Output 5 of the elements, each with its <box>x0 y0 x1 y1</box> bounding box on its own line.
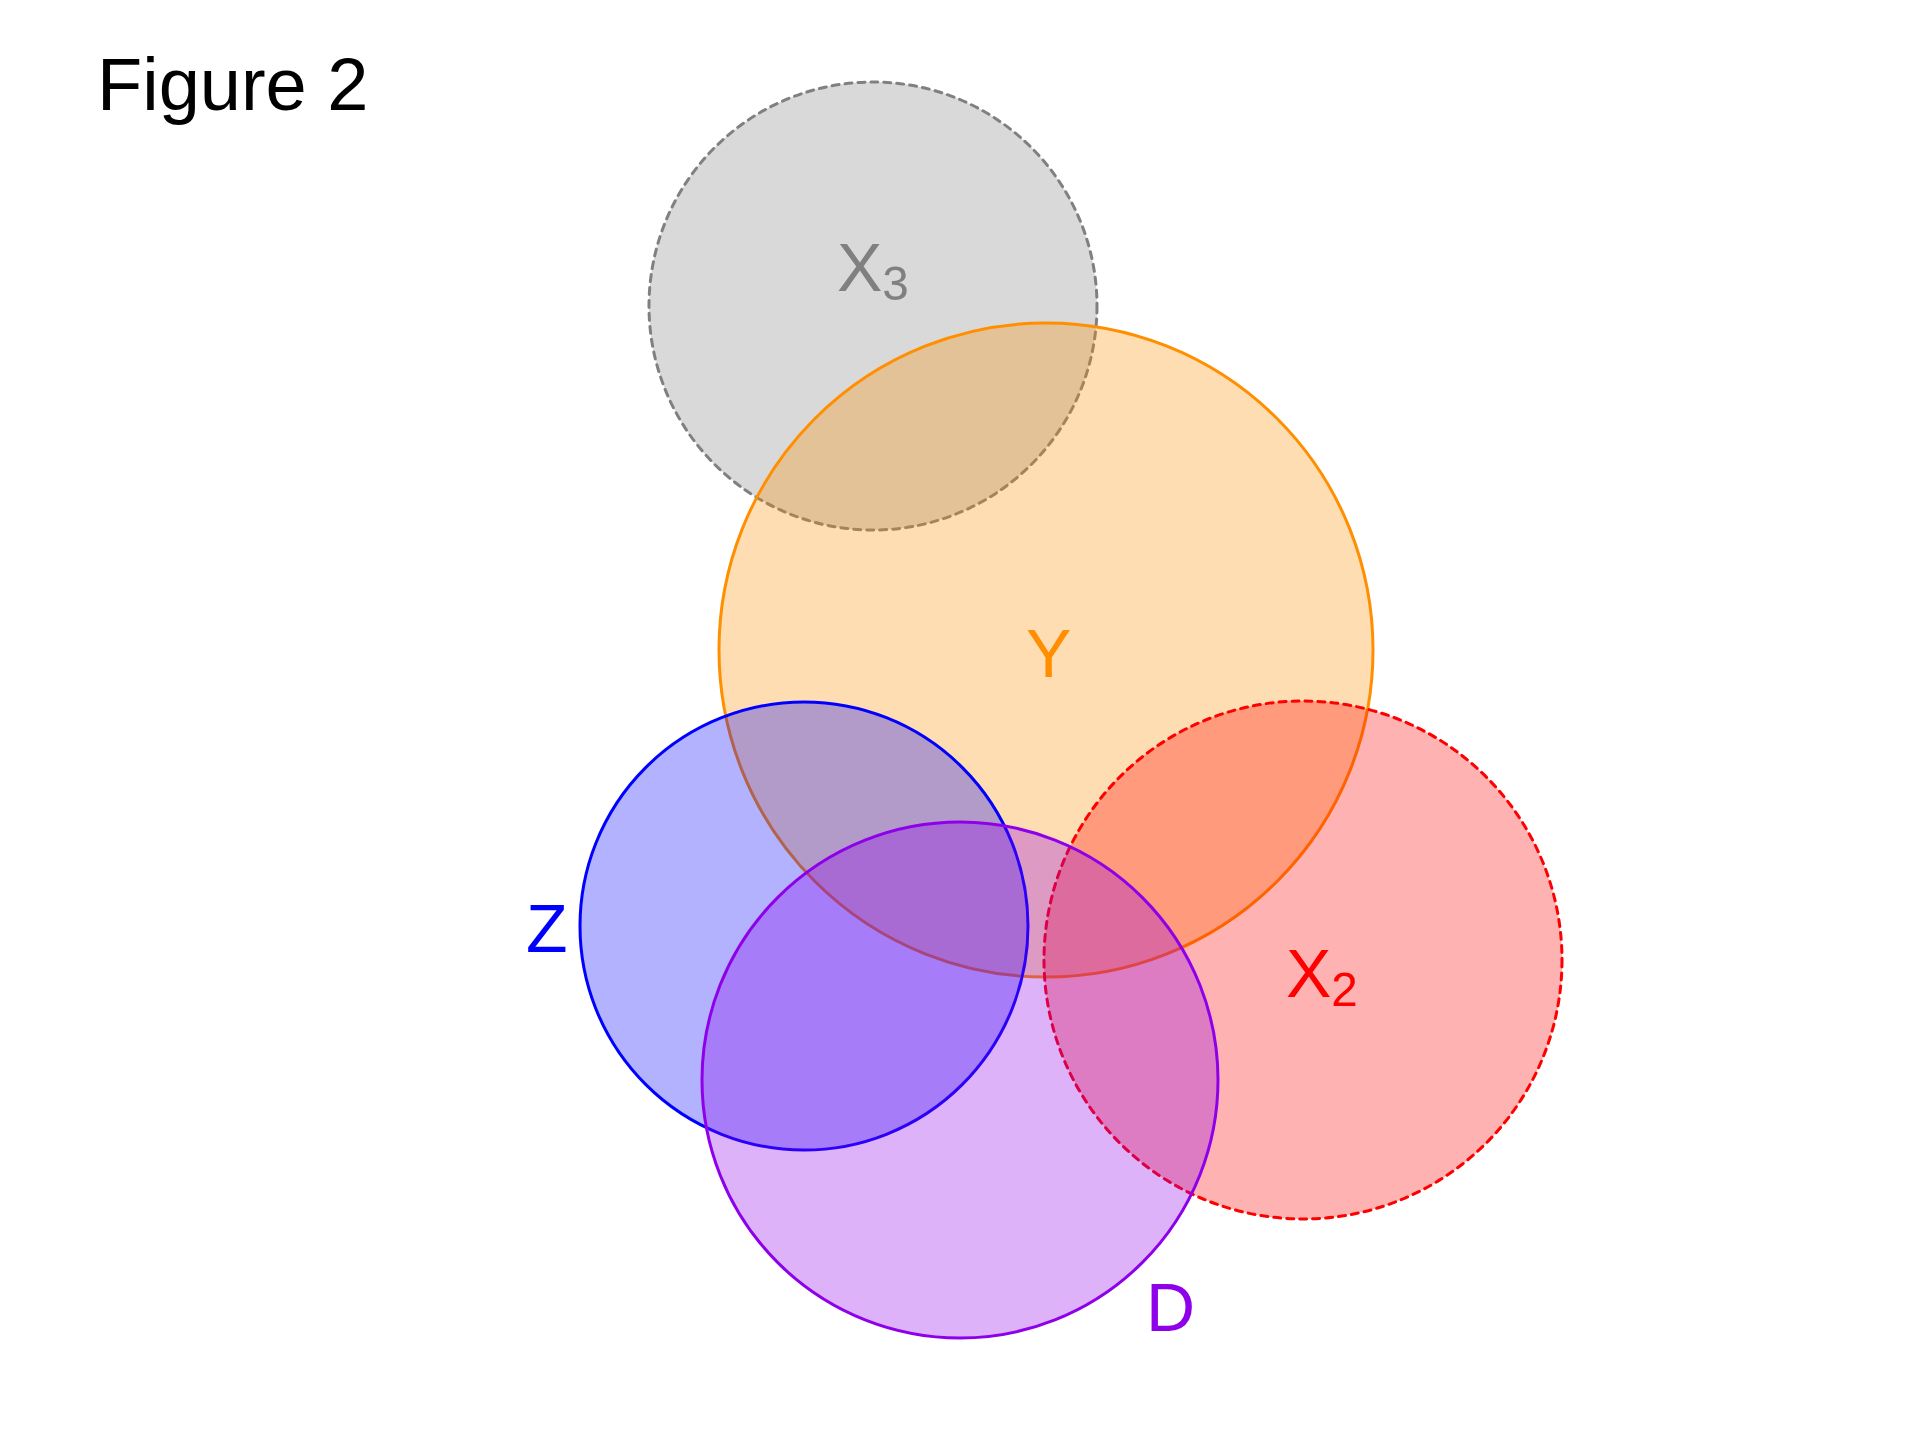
set-label: D <box>1146 1273 1196 1341</box>
set-label: Y <box>1026 619 1072 687</box>
set-label: X$_{2}$ <box>1286 939 1358 1007</box>
set-label: X$_{3}$ <box>837 233 909 301</box>
set-label: Z <box>526 894 568 962</box>
